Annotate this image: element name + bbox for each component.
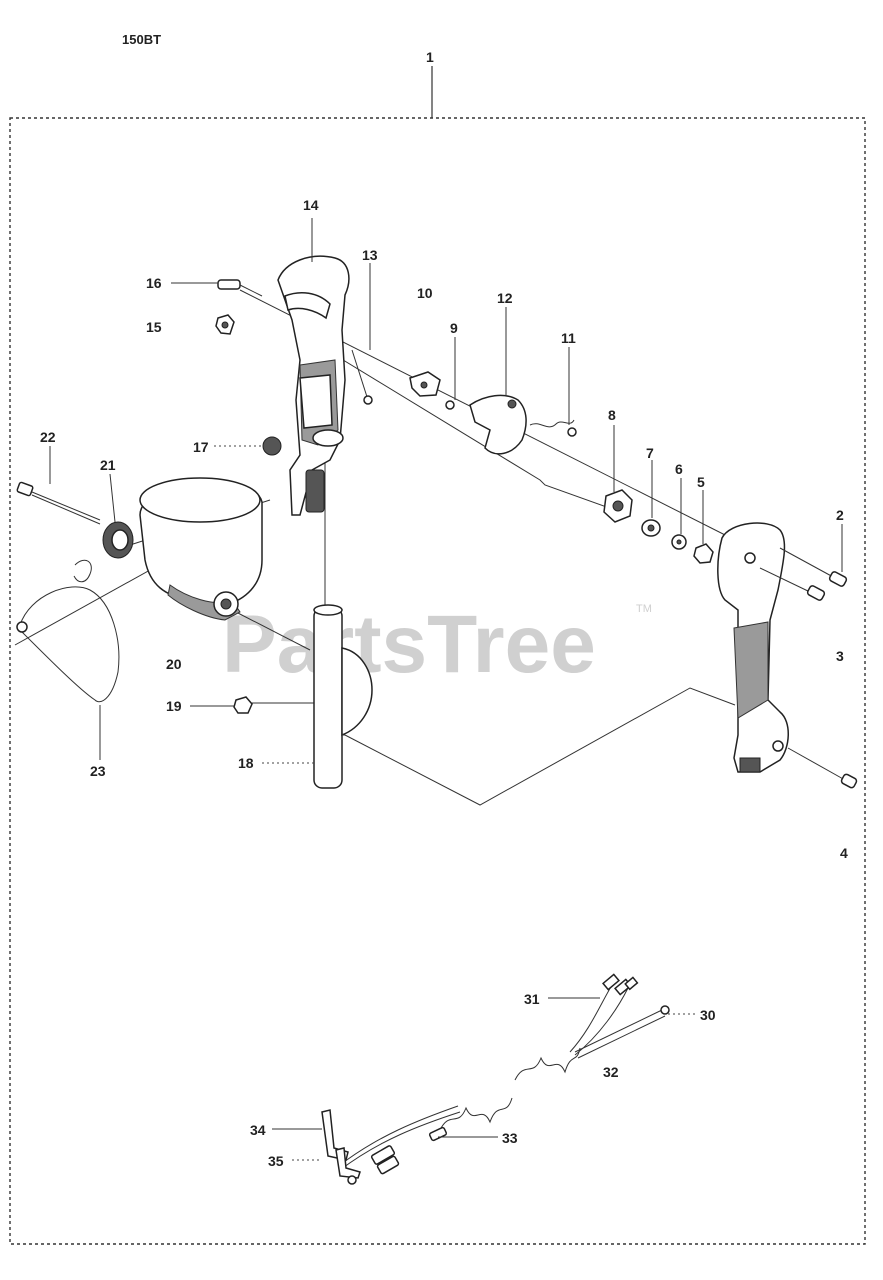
strap-23 (16, 559, 120, 703)
callout-17: 17 (193, 439, 209, 455)
callout-30: 30 (700, 1007, 716, 1023)
cable-harness (321, 973, 670, 1185)
callout-21: 21 (100, 457, 116, 473)
callout-22: 22 (40, 429, 56, 445)
throttle-housing (277, 255, 350, 516)
callout-32: 32 (603, 1064, 619, 1080)
callout-20: 20 (166, 656, 182, 672)
screw-2 (759, 547, 848, 601)
callout-5: 5 (697, 474, 705, 490)
washer-6 (671, 534, 687, 550)
spring-11 (529, 419, 577, 437)
nut-15 (215, 314, 235, 335)
assembly-boundary (9, 117, 866, 1245)
callout-12: 12 (497, 290, 513, 306)
callout-9: 9 (450, 320, 458, 336)
handle-3 (717, 522, 789, 773)
watermark: PartsTree (222, 599, 596, 690)
callout-3: 3 (836, 648, 844, 664)
callout-16: 16 (146, 275, 162, 291)
callout-11: 11 (561, 330, 576, 346)
lever-10 (409, 371, 441, 397)
washer-17 (262, 436, 282, 456)
cable-coil-rear (514, 1047, 581, 1081)
nut-19 (233, 696, 253, 714)
callout-14: 14 (303, 197, 319, 213)
callout-34: 34 (250, 1122, 266, 1138)
tube-18 (313, 604, 373, 789)
watermark-tm: TM (636, 603, 652, 615)
callout-15: 15 (146, 319, 162, 335)
callout-23: 23 (90, 763, 106, 779)
callout-4: 4 (840, 845, 848, 861)
bushing-8 (603, 489, 633, 523)
guard-20 (139, 477, 263, 621)
screw-16 (217, 279, 263, 297)
cable-coil-front (439, 1097, 513, 1131)
callout-leaders (49, 218, 843, 1161)
callout-6: 6 (675, 461, 683, 477)
washer-7 (641, 519, 661, 537)
callout-2: 2 (836, 507, 844, 523)
callout-35: 35 (268, 1153, 284, 1169)
knob-21 (102, 521, 134, 559)
callout-33: 33 (502, 1130, 518, 1146)
nut-5 (693, 543, 714, 564)
callout-18: 18 (238, 755, 254, 771)
callout-8: 8 (608, 407, 616, 423)
callout-7: 7 (646, 445, 654, 461)
callout-1: 1 (426, 49, 434, 65)
callout-19: 19 (166, 698, 182, 714)
screw-4 (787, 747, 858, 789)
callout-13: 13 (362, 247, 378, 263)
pin-13 (351, 349, 373, 405)
trigger-12 (469, 394, 527, 455)
callout-31: 31 (524, 991, 540, 1007)
callout-labels: 1 2 3 4 5 6 7 8 9 10 11 12 13 14 15 16 1… (40, 49, 848, 1169)
screw-22 (16, 481, 101, 525)
model-label: 150BT (122, 32, 161, 47)
callout-10: 10 (417, 285, 433, 301)
spring-9 (445, 400, 455, 410)
